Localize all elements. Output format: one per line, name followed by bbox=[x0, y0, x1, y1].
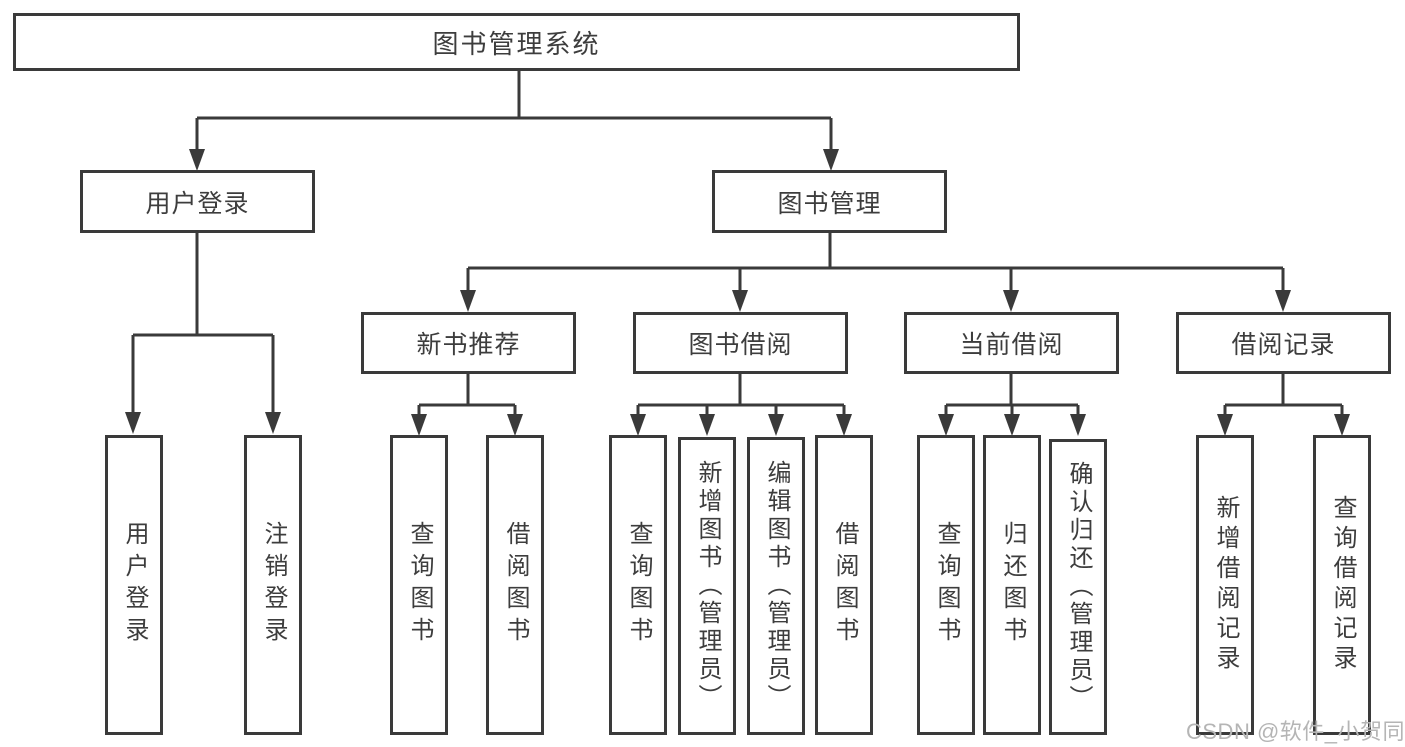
leaf-query-books-borrowing: 查询图书 bbox=[609, 435, 667, 735]
node-library-management-system: 图书管理系统 bbox=[13, 13, 1020, 71]
node-book-management-branch: 图书管理 bbox=[712, 170, 947, 233]
leaf-borrow-books-recommend: 借阅图书 bbox=[486, 435, 544, 735]
leaf-logout: 注销登录 bbox=[244, 435, 302, 735]
node-new-book-recommendation: 新书推荐 bbox=[361, 312, 576, 374]
node-label: 借阅图书 bbox=[502, 521, 529, 649]
node-label: 借阅图书 bbox=[831, 521, 858, 649]
node-label: 归还图书 bbox=[999, 521, 1026, 649]
arrowhead-group bbox=[125, 149, 1350, 436]
node-label: 图书管理系统 bbox=[432, 28, 601, 59]
node-label: 查询图书 bbox=[933, 521, 960, 649]
node-label: 查询图书 bbox=[625, 521, 652, 649]
leaf-confirm-return-admin: 确认归还（管理员） bbox=[1049, 439, 1107, 735]
node-borrowing-records: 借阅记录 bbox=[1176, 312, 1391, 374]
node-label: 图书管理 bbox=[777, 189, 882, 218]
node-user-login-branch: 用户登录 bbox=[80, 170, 315, 233]
node-book-borrowing: 图书借阅 bbox=[633, 312, 848, 374]
node-label: 查询图书 bbox=[406, 521, 433, 649]
node-label: 新增图书（管理员） bbox=[694, 460, 721, 712]
leaf-add-borrow-record: 新增借阅记录 bbox=[1196, 435, 1254, 735]
node-current-borrowing: 当前借阅 bbox=[904, 312, 1119, 374]
node-label: 用户登录 bbox=[121, 521, 148, 649]
node-label: 新增借阅记录 bbox=[1212, 495, 1239, 675]
leaf-add-books-admin: 新增图书（管理员） bbox=[678, 437, 736, 735]
node-label: 注销登录 bbox=[260, 521, 287, 649]
node-label: 图书借阅 bbox=[688, 331, 793, 359]
node-label: 编辑图书（管理员） bbox=[763, 460, 790, 712]
leaf-query-borrow-record: 查询借阅记录 bbox=[1313, 435, 1371, 735]
leaf-borrow-books: 借阅图书 bbox=[815, 435, 873, 735]
leaf-query-books-recommend: 查询图书 bbox=[390, 435, 448, 735]
leaf-edit-books-admin: 编辑图书（管理员） bbox=[747, 437, 805, 735]
node-label: 新书推荐 bbox=[416, 331, 521, 359]
node-label: 用户登录 bbox=[145, 189, 250, 218]
node-label: 当前借阅 bbox=[959, 331, 1064, 359]
leaf-return-books: 归还图书 bbox=[983, 435, 1041, 735]
leaf-query-books-current: 查询图书 bbox=[917, 435, 975, 735]
leaf-user-login: 用户登录 bbox=[105, 435, 163, 735]
csdn-watermark: CSDN @软件_小贺同学 bbox=[1186, 719, 1405, 744]
node-label: 确认归还（管理员） bbox=[1065, 461, 1092, 713]
node-label: 借阅记录 bbox=[1231, 331, 1336, 359]
node-label: 查询借阅记录 bbox=[1329, 495, 1356, 675]
